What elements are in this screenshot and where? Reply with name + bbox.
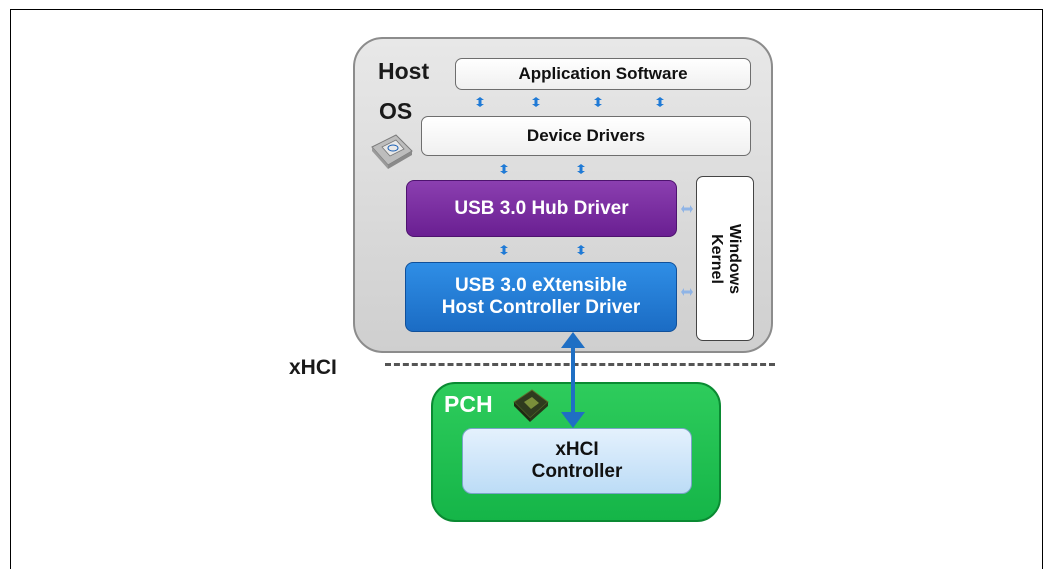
pch-chip-icon [513,389,549,422]
double-arrow-icon [681,205,693,213]
pch-label: PCH [444,391,493,417]
intel-cpu-chip-icon [371,134,413,169]
os-label: OS [379,98,413,124]
controller-line2: Controller [531,461,623,482]
double-arrow-icon [476,97,484,107]
double-arrow-icon [577,164,585,174]
double-arrow-icon [577,245,585,255]
double-arrow-icon [594,97,602,107]
figure-frame [10,9,1043,569]
double-arrow-icon [500,245,508,255]
double-arrow-icon [500,164,508,174]
controller-line1: xHCI [555,439,599,460]
driver-controller-arrow [561,332,585,428]
xhci-controller-box: xHCI Controller [462,428,692,494]
double-arrow-icon [532,97,540,107]
usb-hub-driver-box: USB 3.0 Hub Driver [406,180,677,237]
application-software-box: Application Software [455,58,751,90]
xhc-driver-line1: USB 3.0 eXtensible [454,275,628,296]
double-arrow-icon [656,97,664,107]
windows-kernel-line2: Kernel [708,233,726,284]
double-arrow-icon [681,288,693,296]
xhci-boundary-line [385,363,775,366]
host-label: Host [378,58,430,84]
xhci-interface-label: xHCI [289,356,337,379]
windows-kernel-line1: Windows [726,223,744,294]
xhc-driver-box: USB 3.0 eXtensible Host Controller Drive… [405,262,677,332]
device-drivers-box: Device Drivers [421,116,751,156]
xhc-driver-line2: Host Controller Driver [441,297,641,318]
